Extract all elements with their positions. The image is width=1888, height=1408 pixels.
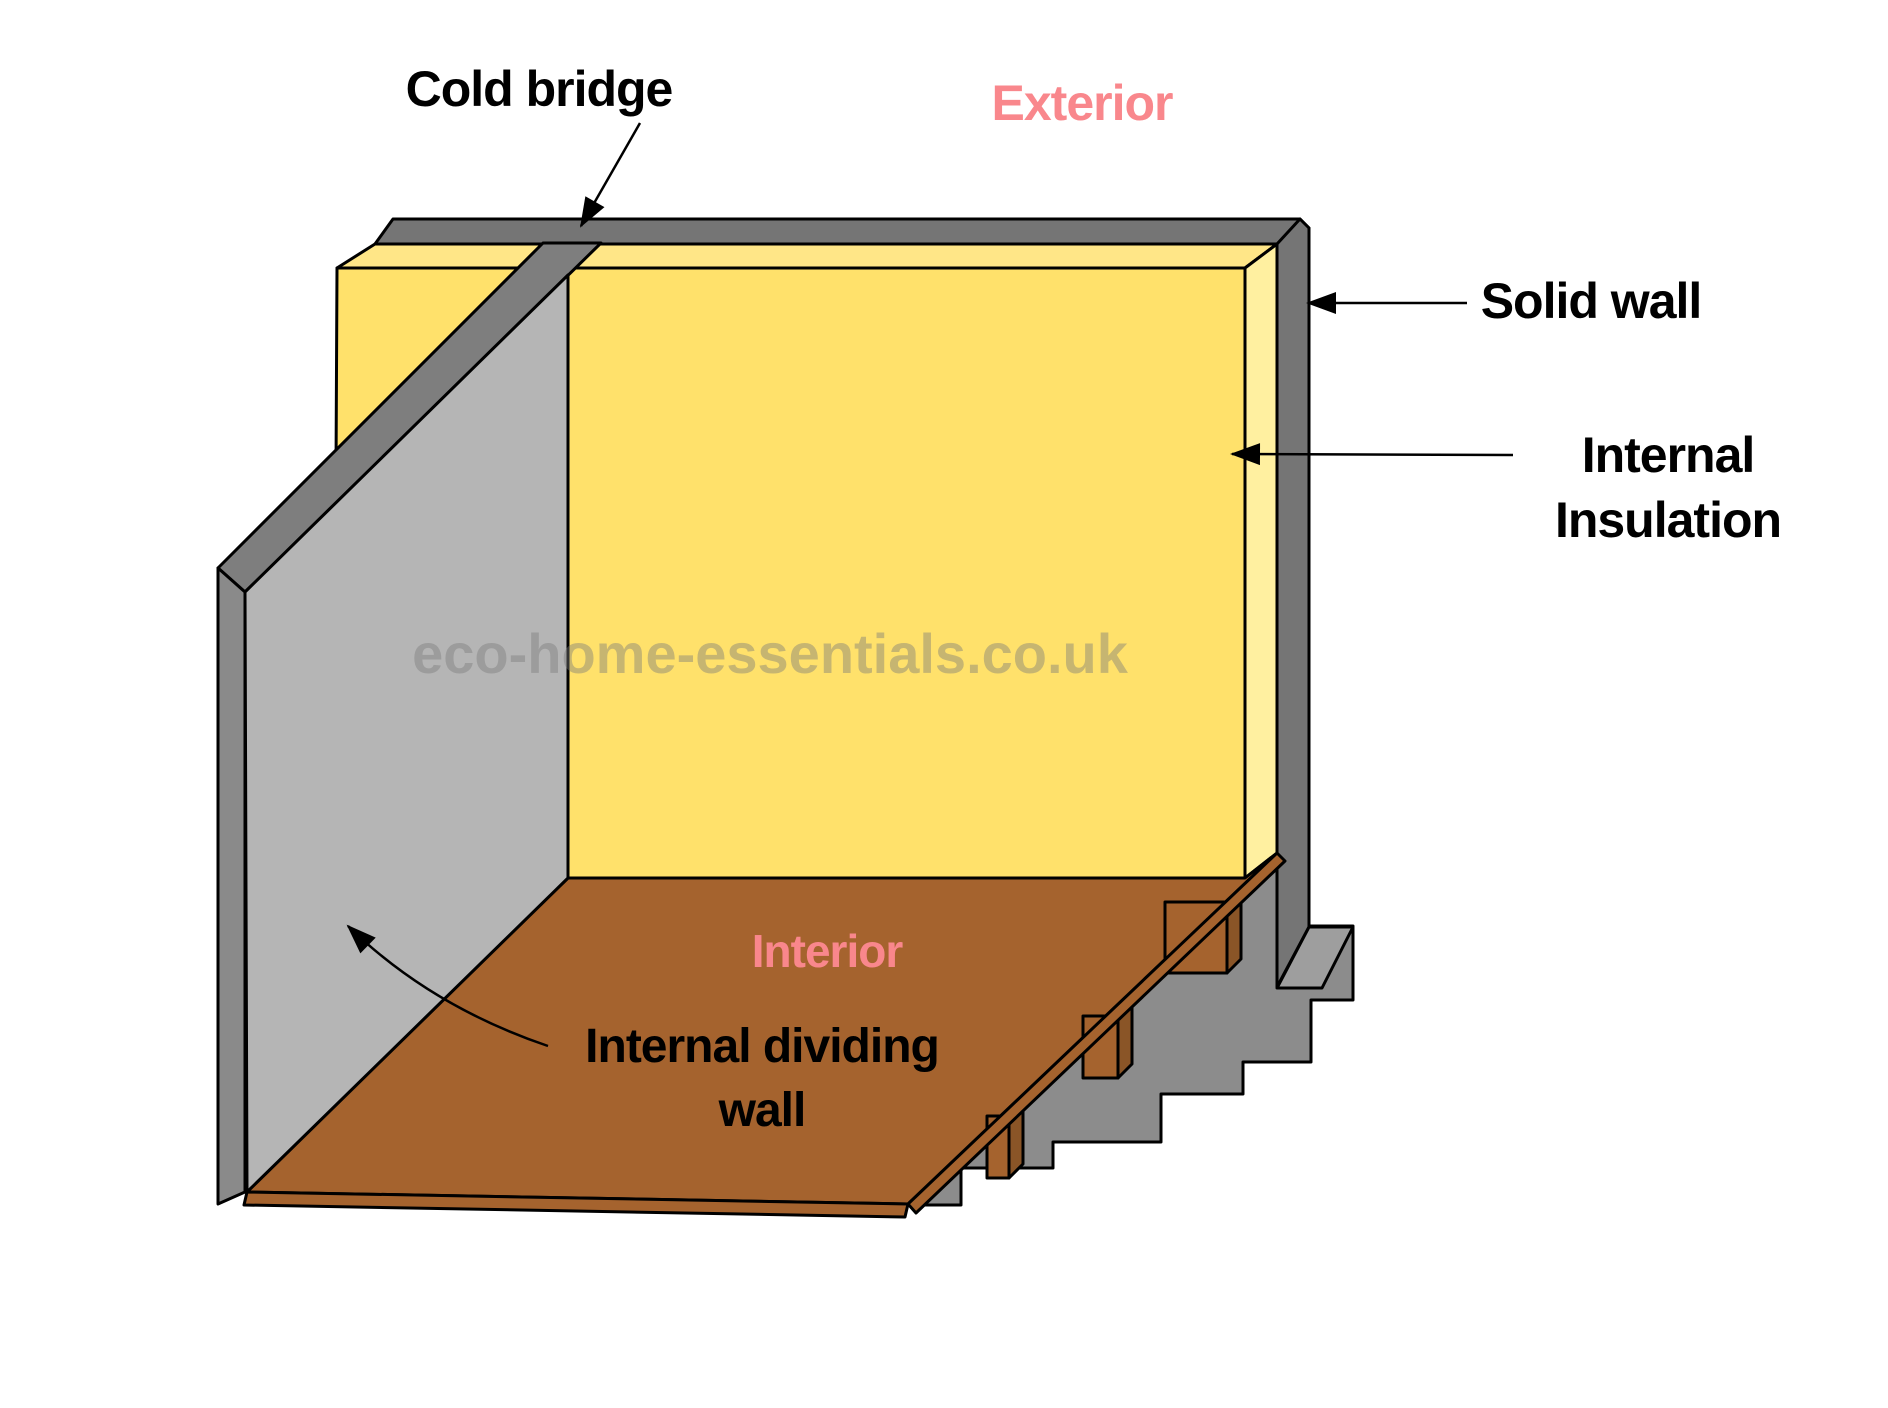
dividing-wall-arrow [346, 924, 549, 1048]
exterior-label: Exterior [992, 75, 1174, 131]
floor-front-edge [242, 1190, 910, 1219]
solid-wall-label: Solid wall [1481, 273, 1702, 329]
watermark-text: eco-home-essentials.co.uk [412, 622, 1129, 685]
solid-wall-top-face [373, 217, 1311, 246]
cold-bridge-label: Cold bridge [406, 61, 673, 117]
footing-top-face [1275, 925, 1355, 990]
internal-dividing-wall-label-line2: wall [718, 1084, 806, 1137]
interior-label: Interior [752, 925, 904, 977]
solid-wall-right-edge [1275, 217, 1311, 989]
internal-insulation-label-line2: Insulation [1555, 492, 1781, 548]
cold-bridge-arrow [579, 122, 642, 228]
insulation-top-face [335, 242, 1279, 270]
dividing-wall-left-edge [216, 566, 247, 1206]
floor-right-edge [906, 851, 1287, 1215]
internal-dividing-wall-label-line1: Internal dividing [585, 1020, 939, 1073]
internal-insulation-label-line1: Internal [1582, 427, 1755, 483]
internal-insulation-arrow [1230, 443, 1514, 466]
insulation-side-edge [1243, 242, 1279, 880]
